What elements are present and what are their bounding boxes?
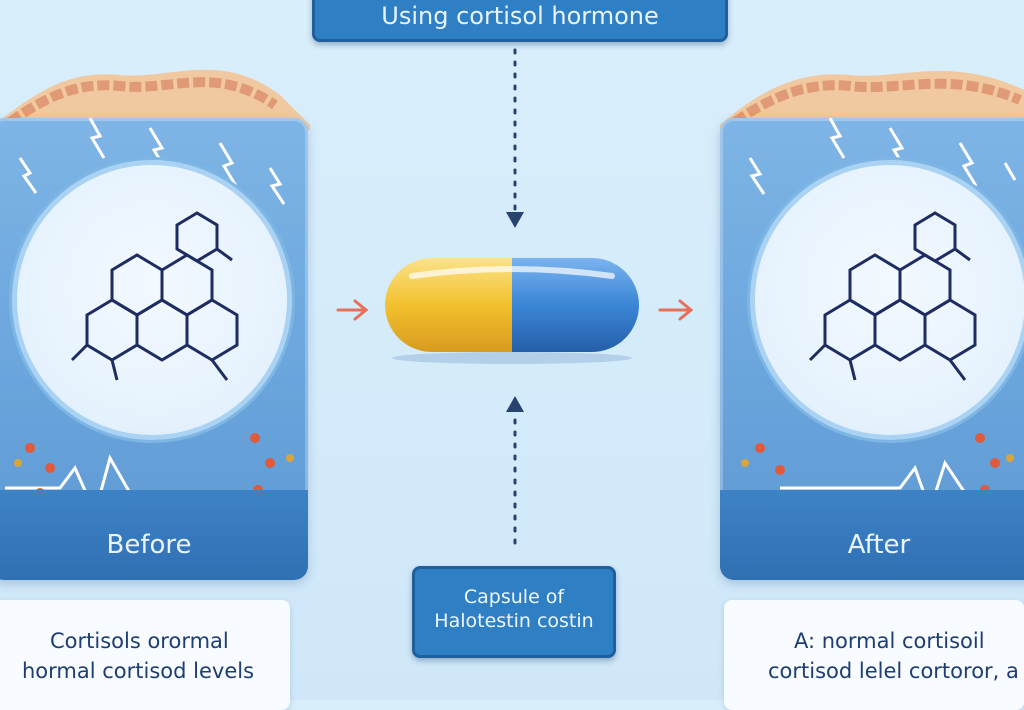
- after-note-line2: cortisod lelel cortoror, a: [768, 659, 1019, 683]
- capsule-icon: [385, 258, 639, 364]
- before-note: Cortisols orormal hormal cortisod levels: [0, 600, 290, 710]
- molecule-circle-before: [12, 160, 292, 440]
- up-arrow-icon: [506, 396, 524, 412]
- molecule-structure-icon: [70, 211, 239, 381]
- tissue-left: [0, 69, 310, 130]
- before-label: Before: [106, 530, 192, 560]
- down-arrow-icon: [506, 212, 524, 228]
- after-note-line1: A: normal cortisoil: [794, 629, 985, 653]
- capsule-label-box: Capsule of Halotestin costin: [412, 566, 616, 658]
- title-text: Using cortisol hormone: [381, 2, 659, 30]
- after-note: A: normal cortisoil cortisod lelel corto…: [724, 600, 1024, 710]
- center-flow: [336, 48, 694, 552]
- after-footer: [720, 490, 1024, 580]
- molecule-structure-icon: [808, 211, 977, 381]
- after-panel: After: [720, 118, 1024, 580]
- before-panel: Before: [0, 118, 308, 580]
- after-label: After: [847, 530, 911, 560]
- title-banner: Using cortisol hormone: [312, 0, 728, 42]
- capsule-label-line1: Capsule of: [463, 586, 565, 608]
- tissue-right: [720, 70, 1024, 130]
- before-note-line2: hormal cortisod levels: [22, 659, 255, 683]
- before-note-line1: Cortisols orormal: [50, 629, 229, 653]
- capsule-label-line2: Halotestin costin: [434, 610, 594, 632]
- molecule-circle-after: [750, 160, 1024, 440]
- before-footer: [0, 490, 308, 580]
